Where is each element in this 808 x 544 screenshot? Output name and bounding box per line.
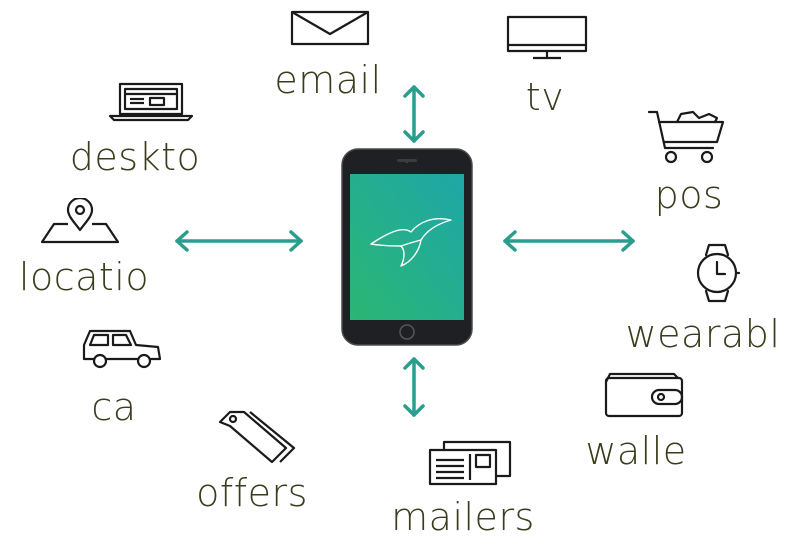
channel-label-desktop: deskto bbox=[69, 135, 201, 179]
channel-label-pos: pos bbox=[654, 173, 724, 217]
tv-monitor-icon bbox=[506, 15, 588, 60]
channel-label-mailers: mailers bbox=[391, 495, 535, 539]
car-icon bbox=[82, 329, 162, 369]
channel-label-tv: tv bbox=[525, 75, 565, 119]
arrow-up-bidirectional bbox=[403, 85, 425, 143]
channel-label-location: locatio bbox=[18, 255, 150, 299]
channel-label-email: email bbox=[274, 58, 382, 102]
smartphone-icon bbox=[341, 148, 473, 346]
channel-label-offers: offers bbox=[196, 471, 308, 515]
watch-icon bbox=[696, 243, 741, 303]
arrow-left-bidirectional bbox=[175, 230, 303, 252]
channel-label-wallet: walle bbox=[585, 429, 687, 473]
laptop-icon bbox=[108, 82, 194, 122]
channel-label-car: ca bbox=[91, 385, 137, 429]
arrow-down-bidirectional bbox=[403, 357, 425, 417]
postcards-icon bbox=[428, 440, 512, 486]
coupon-tags-icon bbox=[218, 410, 296, 464]
wallet-icon bbox=[604, 372, 684, 418]
arrow-right-bidirectional bbox=[503, 230, 635, 252]
shopping-cart-icon bbox=[647, 110, 725, 164]
channel-label-wearable: wearabl bbox=[625, 312, 781, 356]
bird-logo-icon bbox=[370, 218, 452, 267]
envelope-icon bbox=[290, 10, 370, 46]
map-pin-icon bbox=[40, 198, 120, 244]
